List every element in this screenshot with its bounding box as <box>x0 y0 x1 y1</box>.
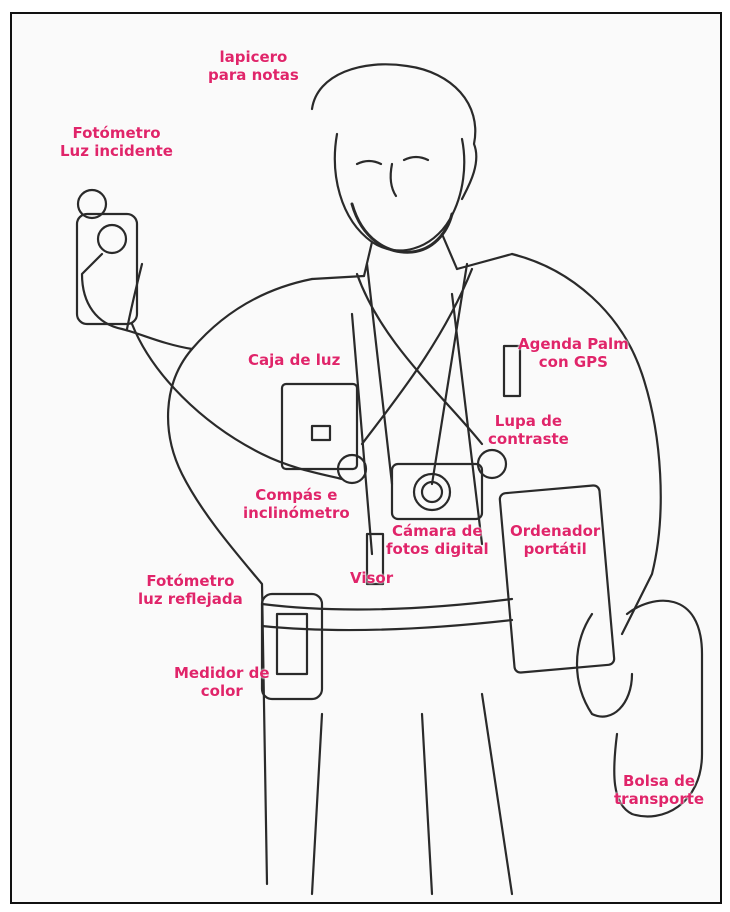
loupe <box>478 450 506 478</box>
laptop <box>499 485 614 673</box>
beard <box>352 204 452 252</box>
camera <box>392 464 482 519</box>
meter-pouch <box>262 594 322 699</box>
legs <box>312 694 512 894</box>
label-visor: Visor <box>350 569 393 587</box>
label-caja-luz: Caja de luz <box>248 351 340 369</box>
